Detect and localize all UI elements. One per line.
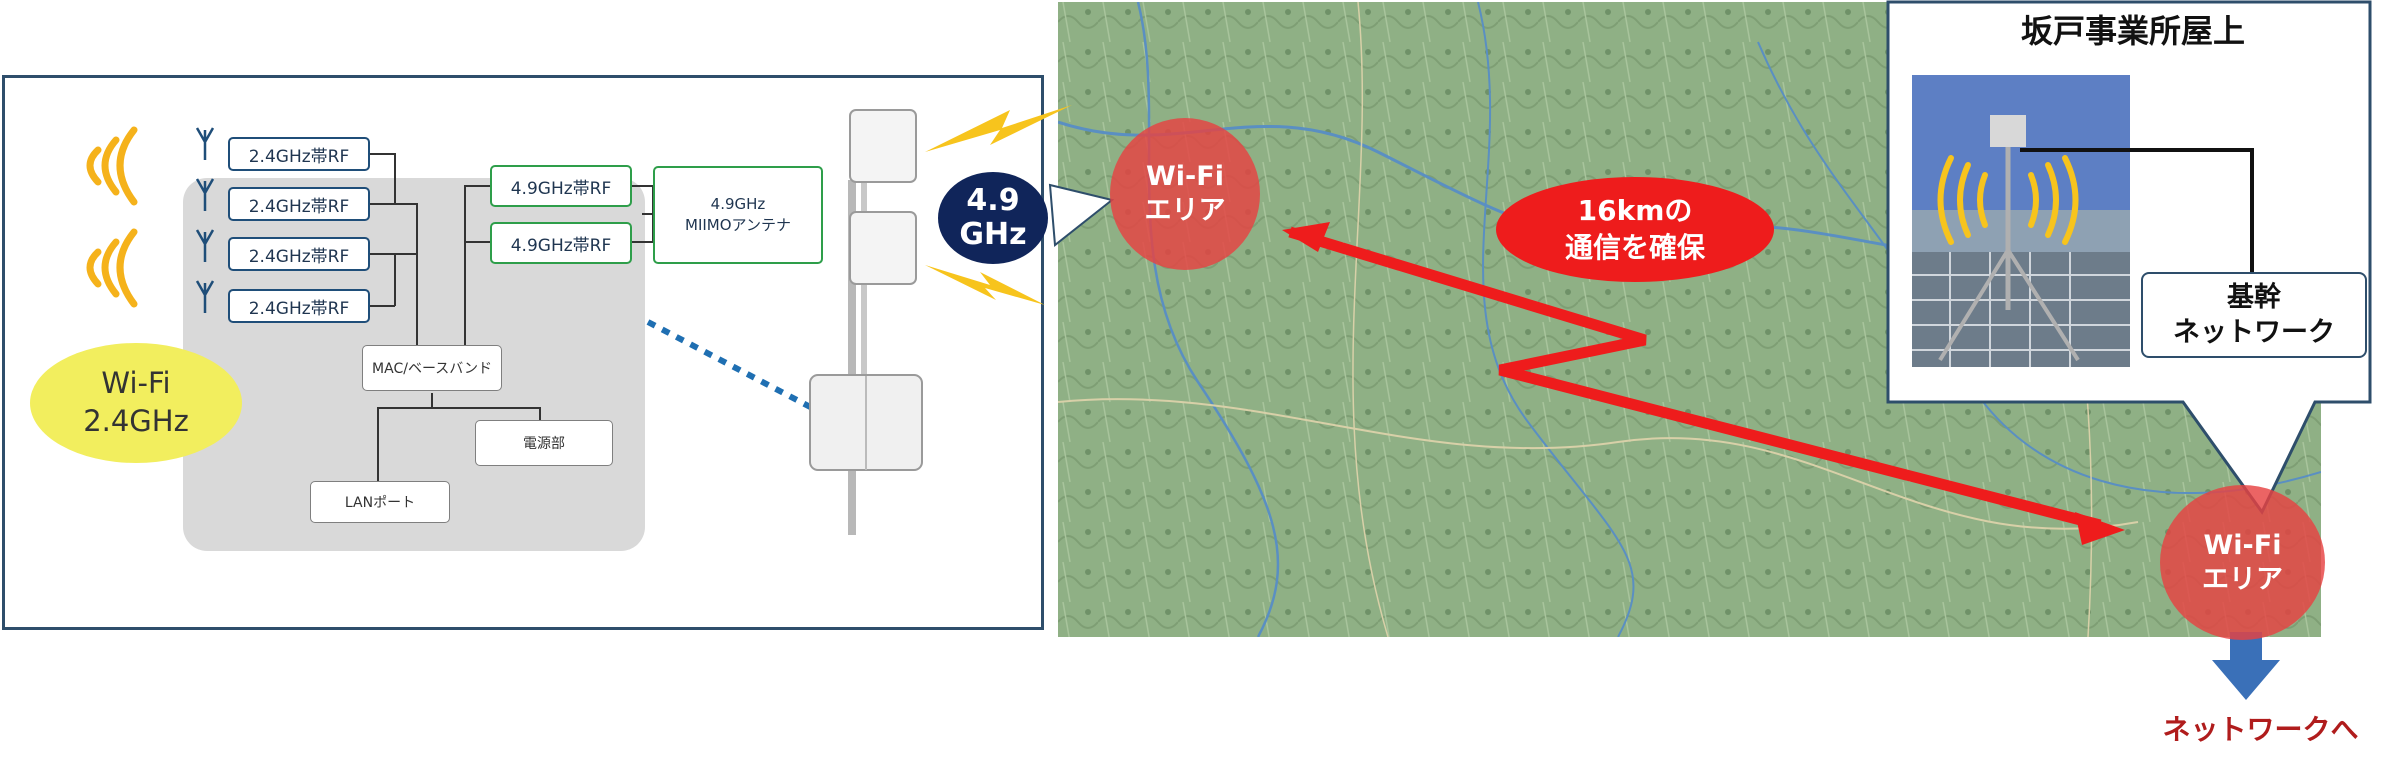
wifi-24-bubble: Wi-Fi 2.4GHz bbox=[30, 343, 242, 463]
lightning-icon bbox=[925, 105, 1072, 152]
base-station-device bbox=[809, 109, 923, 535]
frequency-badge: 4.9 GHz bbox=[938, 172, 1048, 264]
rf-24-box: 2.4GHz帯RF bbox=[228, 187, 370, 221]
wifi-area-right: Wi-Fi エリア bbox=[2160, 485, 2325, 640]
dotted-link bbox=[646, 319, 818, 413]
rf-49-box: 4.9GHz帯RF bbox=[490, 222, 632, 264]
mac-baseband-box: MAC/ベースバンド bbox=[362, 345, 502, 391]
to-network-label: ネットワークへ bbox=[2162, 713, 2359, 746]
power-unit-box: 電源部 bbox=[475, 420, 613, 466]
rf-antenna-icon bbox=[195, 127, 215, 313]
rooftop-photo bbox=[1912, 75, 2130, 367]
rf-24-box: 2.4GHz帯RF bbox=[228, 137, 370, 171]
backbone-network-box: 基幹 ネットワーク bbox=[2141, 272, 2367, 358]
distance-callout: 16kmの 通信を確保 bbox=[1496, 177, 1774, 282]
lan-port-box: LANポート bbox=[310, 481, 450, 523]
link-arrow bbox=[1282, 222, 2125, 545]
rf-49-box: 4.9GHz帯RF bbox=[490, 165, 632, 207]
lightning-icon bbox=[925, 265, 1045, 305]
wifi-wave-icon bbox=[86, 126, 138, 308]
wifi-wave-icon bbox=[1937, 155, 2079, 245]
rf-24-box: 2.4GHz帯RF bbox=[228, 289, 370, 323]
down-arrow-icon bbox=[2212, 632, 2280, 700]
mimo-antenna-box: 4.9GHz MIIMOアンテナ bbox=[653, 166, 823, 264]
rf-24-box: 2.4GHz帯RF bbox=[228, 237, 370, 271]
rooftop-title: 坂戸事業所屋上 bbox=[2020, 12, 2245, 50]
wifi-area-left: Wi-Fi エリア bbox=[1110, 118, 1260, 270]
